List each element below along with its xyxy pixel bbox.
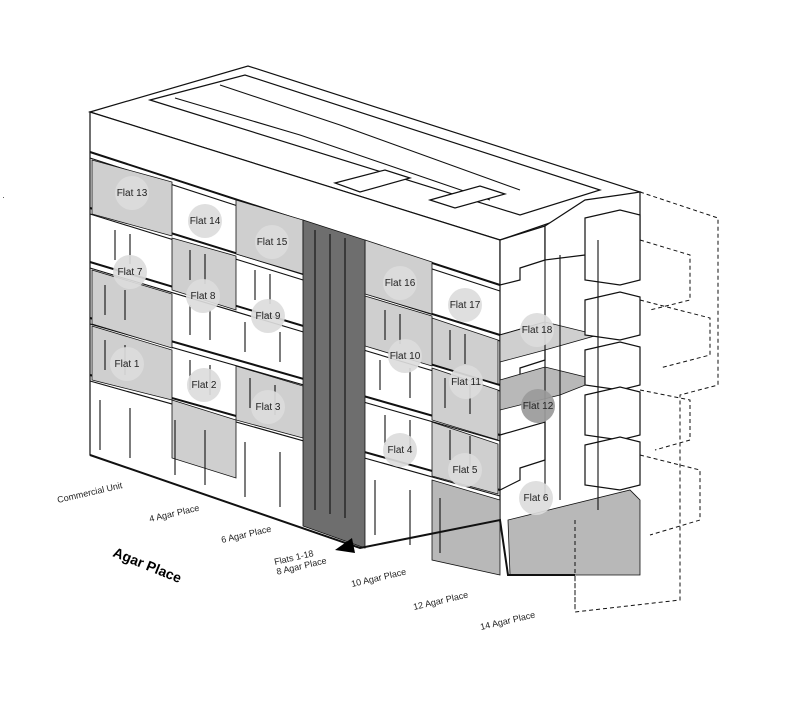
flat-label: Flat 18 xyxy=(522,325,553,336)
flat-label: Flat 16 xyxy=(385,278,416,289)
flat-marker-6: Flat 6 xyxy=(519,481,553,515)
flat-marker-18: Flat 18 xyxy=(520,313,554,347)
flat-marker-14: Flat 14 xyxy=(188,204,222,238)
stair-core xyxy=(302,219,366,549)
roof-light xyxy=(427,185,508,209)
flat-marker-circle xyxy=(188,204,222,238)
flat-marker-1: Flat 1 xyxy=(110,347,144,381)
flat-label: Flat 9 xyxy=(255,311,280,322)
flat-marker-circle xyxy=(519,481,553,515)
flat-marker-circle xyxy=(448,288,482,322)
flat-label: Flat 6 xyxy=(523,493,548,504)
flat-marker-circle xyxy=(383,266,417,300)
flat-label: Flat 11 xyxy=(451,377,481,388)
street-label-line: 6 Agar Place xyxy=(220,524,272,545)
street-label-line: 10 Agar Place xyxy=(350,567,407,589)
flat-marker-circle xyxy=(113,255,147,289)
street-label-line: Commercial Unit xyxy=(56,480,124,505)
flat-marker-circle xyxy=(388,339,422,373)
flat-marker-4: Flat 4 xyxy=(383,433,417,467)
building-massing xyxy=(87,65,719,613)
roof-light xyxy=(332,169,413,193)
flat-label: Flat 3 xyxy=(255,402,280,413)
flat-marker-13: Flat 13 xyxy=(115,176,149,210)
flat-marker-9: Flat 9 xyxy=(251,299,285,333)
street-label-12-agar-place: 12 Agar Place xyxy=(412,590,469,612)
street-name-label: Agar Place xyxy=(111,544,184,586)
flat-marker-11: Flat 11 xyxy=(449,365,483,399)
flat-marker-circle xyxy=(383,433,417,467)
flat-marker-16: Flat 16 xyxy=(383,266,417,300)
flat-marker-circle xyxy=(448,453,482,487)
flat-marker-15: Flat 15 xyxy=(255,225,289,259)
flat-marker-8: Flat 8 xyxy=(186,279,220,313)
flat-marker-7: Flat 7 xyxy=(113,255,147,289)
ground-commercial-shade xyxy=(507,489,641,576)
flat-label: Flat 14 xyxy=(190,216,221,227)
flat-label: Flat 15 xyxy=(257,237,288,248)
street-label-line: 12 Agar Place xyxy=(412,590,469,612)
street-label-10-agar-place: 10 Agar Place xyxy=(350,567,407,589)
flat-marker-17: Flat 17 xyxy=(448,288,482,322)
flat-marker-circle xyxy=(115,176,149,210)
flat-marker-5: Flat 5 xyxy=(448,453,482,487)
flat-label: Flat 7 xyxy=(117,267,142,278)
flat-marker-circle xyxy=(255,225,289,259)
flat-marker-circle xyxy=(520,313,554,347)
flat-marker-2: Flat 2 xyxy=(187,368,221,402)
street-label-commercial-unit: Commercial Unit xyxy=(56,480,124,505)
flat-label: Flat 2 xyxy=(191,380,216,391)
street-label-14-agar-place: 14 Agar Place xyxy=(479,610,536,632)
section-cut xyxy=(499,191,641,576)
flat-marker-3: Flat 3 xyxy=(251,390,285,424)
dashed-neighbour-outline xyxy=(574,191,719,613)
flat-label: Flat 17 xyxy=(450,300,481,311)
flat-marker-circle xyxy=(521,389,555,423)
flat-marker-circle xyxy=(110,347,144,381)
entrance-arrow-icon xyxy=(335,538,355,553)
flat-label: Flat 8 xyxy=(190,291,215,302)
street-label-6-agar-place: 6 Agar Place xyxy=(220,524,272,545)
edge-tick-mark: · xyxy=(2,192,5,202)
flat-marker-circle xyxy=(187,368,221,402)
flat-label: Flat 12 xyxy=(523,401,554,412)
street-label-line: 4 Agar Place xyxy=(148,503,200,524)
flat-label: Flat 4 xyxy=(387,445,412,456)
flat-marker-circle xyxy=(186,279,220,313)
flat-label: Flat 1 xyxy=(114,359,139,370)
flat-label: Flat 5 xyxy=(452,465,477,476)
flat-marker-circle xyxy=(251,390,285,424)
flat-marker-circle xyxy=(251,299,285,333)
flat-label: Flat 10 xyxy=(390,351,421,362)
street-label-4-agar-place: 4 Agar Place xyxy=(148,503,200,524)
street-label-line: 14 Agar Place xyxy=(479,610,536,632)
street-label-flats-1-18: Flats 1-188 Agar Place xyxy=(273,546,327,577)
flat-marker-circle xyxy=(449,365,483,399)
flat-marker-10: Flat 10 xyxy=(388,339,422,373)
flat-markers: Flat 13 Flat 14 Flat 15 Flat 16 Flat 17 Flat … xyxy=(110,176,555,515)
window-mullions xyxy=(99,230,471,553)
flat-label: Flat 13 xyxy=(117,188,148,199)
flat-marker-12: Flat 12 xyxy=(521,389,555,423)
flat-zones xyxy=(91,159,501,576)
